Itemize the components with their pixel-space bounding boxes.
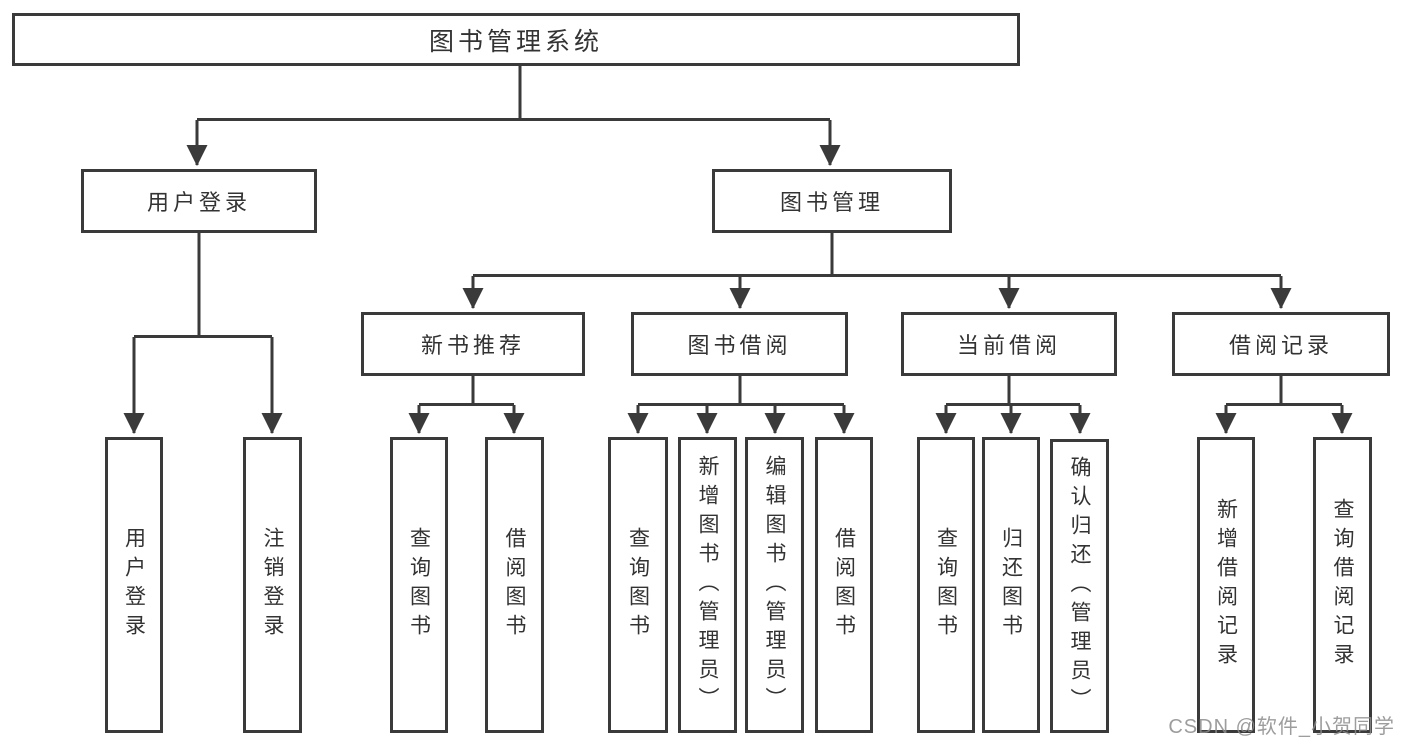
node-label: 查询图书	[934, 527, 958, 643]
node-label: 编辑图书（管理员）	[763, 454, 787, 716]
node-label: 图书管理	[779, 190, 884, 215]
node-label: 新增图书（管理员）	[696, 454, 720, 716]
node-label: 用户登录	[146, 190, 251, 215]
node-label: 新增借阅记录	[1214, 498, 1238, 672]
leaf-cb-return-books: 归还图书	[982, 437, 1040, 733]
node-label: 图书管理系统	[428, 27, 603, 56]
node-book-management: 图书管理	[712, 169, 952, 233]
leaf-bb-add-books-admin: 新增图书（管理员）	[678, 437, 737, 733]
node-label: 查询图书	[626, 527, 650, 643]
node-label: 图书借阅	[687, 333, 792, 358]
node-label: 借阅图书	[832, 527, 856, 643]
csdn-watermark: CSDN @软件_小贺同学	[1168, 716, 1395, 738]
node-book-borrowing: 图书借阅	[631, 312, 848, 376]
node-current-borrowing: 当前借阅	[901, 312, 1117, 376]
node-label: 借阅图书	[503, 527, 527, 643]
leaf-cb-confirm-return-admin: 确认归还（管理员）	[1050, 439, 1109, 733]
node-label: 借阅记录	[1228, 333, 1333, 358]
leaf-br-query-record: 查询借阅记录	[1313, 437, 1372, 733]
node-label: 注销登录	[261, 527, 285, 643]
node-label: 当前借阅	[956, 333, 1061, 358]
node-label: 新书推荐	[420, 333, 525, 358]
node-new-book-recommend: 新书推荐	[361, 312, 585, 376]
leaf-user-login: 用户登录	[105, 437, 163, 733]
leaf-cb-query-books: 查询图书	[917, 437, 975, 733]
leaf-br-add-record: 新增借阅记录	[1197, 437, 1255, 733]
leaf-nb-borrow-books: 借阅图书	[485, 437, 544, 733]
node-label: 用户登录	[122, 527, 146, 643]
node-user-login: 用户登录	[81, 169, 317, 233]
leaf-nb-query-books: 查询图书	[390, 437, 448, 733]
node-label: 查询图书	[407, 527, 431, 643]
leaf-bb-query-books: 查询图书	[608, 437, 668, 733]
node-label: 归还图书	[999, 527, 1023, 643]
node-borrowing-records: 借阅记录	[1172, 312, 1390, 376]
leaf-bb-borrow-books: 借阅图书	[815, 437, 873, 733]
node-label: 查询借阅记录	[1331, 498, 1355, 672]
leaf-bb-edit-books-admin: 编辑图书（管理员）	[745, 437, 804, 733]
node-label: 确认归还（管理员）	[1068, 455, 1092, 717]
node-library-system: 图书管理系统	[12, 13, 1020, 66]
leaf-logout: 注销登录	[243, 437, 302, 733]
